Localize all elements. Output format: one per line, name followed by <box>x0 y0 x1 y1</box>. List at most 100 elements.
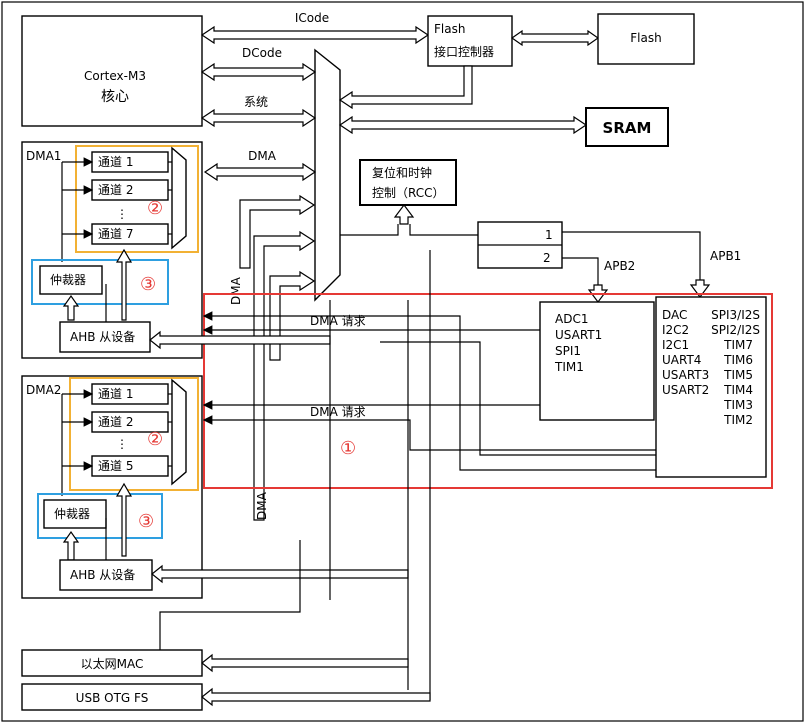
dma2-block: DMA2 通道 1 通道 2 ⋮ 通道 5 仲裁器 AHB 从设备 ② ③ <box>21 375 203 599</box>
dma2-bus-arrow <box>239 194 316 269</box>
dma1-channels-frame <box>75 145 199 253</box>
dcode-bus-arrow: DCode <box>200 46 317 82</box>
apb2-periph-2: USART1 <box>555 328 602 342</box>
cortex-subtitle: 核心 <box>101 89 129 105</box>
dma1-block: DMA1 通道 1 通道 2 ⋮ 通道 7 仲裁器 AHB 从设备 ② ③ <box>21 141 203 359</box>
apb1-left-6: USART2 <box>662 383 709 397</box>
bridges-block: 1 2 <box>477 221 563 269</box>
bridge1-label: 1 <box>545 228 553 242</box>
usb-link <box>201 687 431 707</box>
bus-matrix <box>314 48 341 302</box>
sram-arrow <box>338 115 588 135</box>
apb1-right-8: TIM2 <box>723 413 753 427</box>
flash-if-subtitle: 接口控制器 <box>434 44 494 59</box>
dma-bus-label: DMA <box>248 149 277 163</box>
apb1-right-6: TIM4 <box>723 383 753 397</box>
dma2-channels-frame <box>69 377 199 491</box>
dma1-dots: ⋮ <box>116 207 128 221</box>
dma1-title: DMA1 <box>26 149 61 163</box>
cortex-title: Cortex-M3 <box>84 69 146 83</box>
dma1-marker-2: ② <box>147 198 163 219</box>
usb-label: USB OTG FS <box>76 691 149 705</box>
apb2-peripherals: ADC1 USART1 SPI1 TIM1 <box>539 301 655 421</box>
dma2-marker-3: ③ <box>138 511 154 532</box>
cortex-m3-block: Cortex-M3 核心 <box>21 15 203 127</box>
dma1-arbiter-frame <box>31 259 169 305</box>
flash-arrow <box>510 29 600 47</box>
flash-label: Flash <box>630 31 661 45</box>
apb1-right-3: TIM7 <box>723 338 753 352</box>
apb1-left-2: I2C2 <box>662 323 689 337</box>
apb1-right-1: SPI3/I2S <box>711 308 760 322</box>
dma-bus-arrow: DMA <box>203 149 317 182</box>
system-bus-arrow: 系统 <box>200 95 317 128</box>
dma2-up-arrow <box>115 482 133 557</box>
flash-if-title: Flash <box>434 22 465 36</box>
dma2-marker-2: ② <box>147 429 163 450</box>
apb1-left-4: UART4 <box>662 353 701 367</box>
marker-1: ① <box>340 438 356 459</box>
matrix-flash-link <box>338 65 473 110</box>
ethernet-up-line <box>159 540 301 650</box>
rcc-subtitle: 控制（RCC） <box>372 186 445 200</box>
ethernet-link <box>201 653 409 673</box>
dma1-ch7: 通道 7 <box>98 227 133 241</box>
dma2-ahb-slave: AHB 从设备 <box>70 568 135 582</box>
apb1-right-4: TIM6 <box>723 353 753 367</box>
dma2-mux <box>171 378 187 486</box>
flash-block: Flash <box>597 13 695 65</box>
dma1-up-arrow <box>115 248 133 321</box>
dma-vertical-label2: DMA <box>255 491 269 520</box>
dma2-ch5: 通道 5 <box>98 459 133 473</box>
rcc-up-arrow <box>393 204 415 225</box>
apb1-line <box>562 231 701 280</box>
dma1-ch1: 通道 1 <box>98 155 133 169</box>
rcc-title: 复位和时钟 <box>372 165 432 180</box>
apb1-arrow <box>689 279 711 298</box>
dcode-label: DCode <box>242 46 282 60</box>
dma1-mux <box>171 146 187 250</box>
dma2-dots: ⋮ <box>116 437 128 451</box>
sram-label: SRAM <box>603 119 652 137</box>
apb2-periph-4: TIM1 <box>554 360 584 374</box>
dma1-ch2: 通道 2 <box>98 183 133 197</box>
dma1-marker-3: ③ <box>140 274 156 295</box>
dma-request-frame <box>203 293 773 489</box>
dma-request-label-1: DMA 请求 <box>310 314 366 328</box>
bridge2-label: 2 <box>543 251 551 265</box>
ethernet-label: 以太网MAC <box>81 656 144 671</box>
dma2-ch1: 通道 1 <box>98 387 133 401</box>
sram-block: SRAM <box>585 107 669 147</box>
apb1-right-2: SPI2/I2S <box>711 323 760 337</box>
flash-interface-block: Flash 接口控制器 <box>427 15 513 67</box>
apb1-right-5: TIM5 <box>723 368 753 382</box>
rcc-link-right <box>409 224 478 236</box>
apb2-label: APB2 <box>604 259 635 273</box>
dma1-arb-arrow <box>62 294 80 321</box>
dma2-ch2: 通道 2 <box>98 415 133 429</box>
dma2-arbiter-frame <box>37 493 163 539</box>
icode-bus-arrow: ICode <box>200 11 430 45</box>
apb2-line <box>562 257 599 292</box>
apb1-label: APB1 <box>710 249 741 263</box>
dma-request-label-2: DMA 请求 <box>310 405 366 419</box>
apb1-peripherals: DAC I2C2 I2C1 UART4 USART3 USART2 SPI3/I… <box>655 296 767 478</box>
dma2-arbiter: 仲裁器 <box>54 507 90 521</box>
dma1-ahb-slave: AHB 从设备 <box>70 330 135 344</box>
dma1-arbiter: 仲裁器 <box>50 273 86 287</box>
apb1-right-7: TIM3 <box>723 398 753 412</box>
apb1-left-5: USART3 <box>662 368 709 382</box>
dma2-arb-arrow <box>62 530 80 561</box>
apb2-periph-3: SPI1 <box>555 344 581 358</box>
rcc-block: 复位和时钟 控制（RCC） <box>359 159 457 206</box>
rcc-link-left <box>340 224 399 236</box>
usb-otg-block: USB OTG FS <box>21 683 203 711</box>
dma-ahb-bus <box>253 230 316 521</box>
ethernet-mac-block: 以太网MAC <box>21 649 203 677</box>
dma2-title: DMA2 <box>26 383 61 397</box>
icode-label: ICode <box>295 11 329 25</box>
apb1-left-1: DAC <box>662 308 687 322</box>
system-label: 系统 <box>244 95 268 109</box>
